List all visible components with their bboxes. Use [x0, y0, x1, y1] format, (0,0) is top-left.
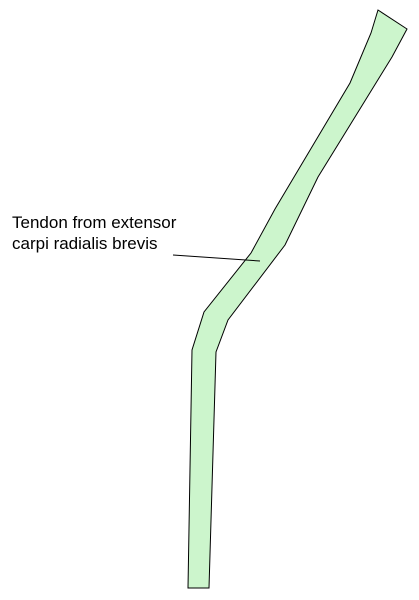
- tendon-label-line-2: carpi radialis brevis: [12, 234, 158, 253]
- tendon-label-line-1: Tendon from extensor: [12, 213, 177, 232]
- tendon-shape: [187, 9, 408, 589]
- label-leader-line: [172, 254, 261, 262]
- tendon-label: Tendon from extensor carpi radialis brev…: [12, 213, 181, 253]
